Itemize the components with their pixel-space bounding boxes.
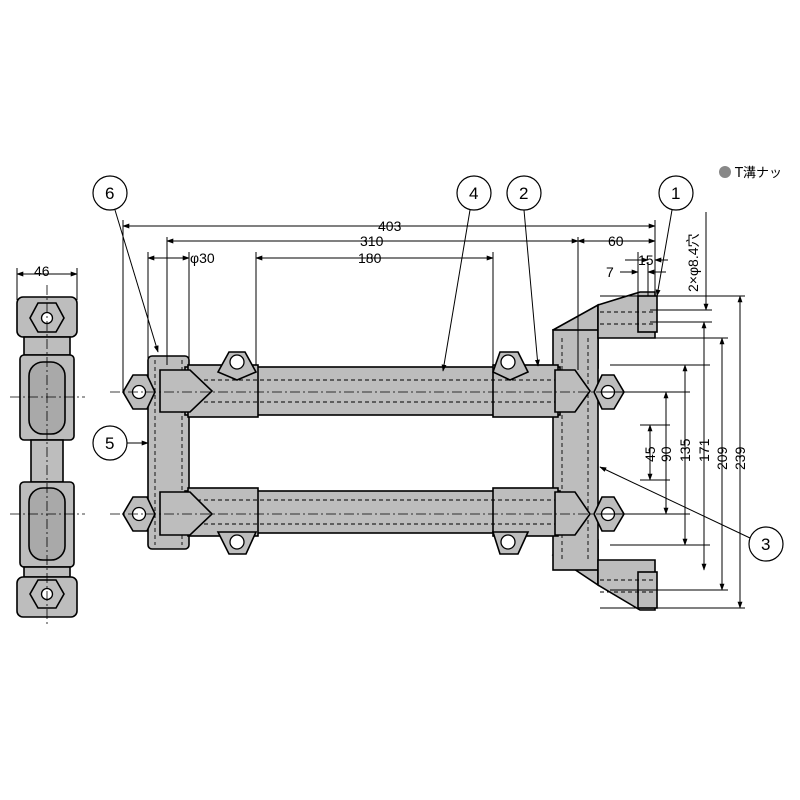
callout-6: 6	[92, 175, 159, 353]
svg-text:2: 2	[519, 184, 528, 203]
callout-4: 4	[441, 175, 492, 372]
header-label: T溝ナッ	[734, 166, 782, 181]
callout-5: 5	[92, 425, 149, 461]
front-view	[110, 291, 658, 611]
dim-180: 180	[358, 250, 382, 266]
header-bullet-icon	[719, 166, 731, 178]
dim-v45: 45	[642, 446, 658, 462]
lower-bar	[159, 487, 591, 555]
dim-hole: 2×φ8.4穴	[685, 233, 701, 292]
dim-310: 310	[360, 233, 384, 249]
dim-7: 7	[606, 264, 614, 280]
header-tag: T溝ナッ	[719, 166, 782, 181]
horizontal-dimensions: 403 310 60 φ30 180 15 7 2×φ8.4穴	[122, 212, 712, 392]
dim-46: 46	[34, 263, 50, 279]
svg-text:6: 6	[105, 184, 114, 203]
dim-v239: 239	[732, 446, 748, 470]
dim-15: 15	[638, 252, 654, 268]
upper-bar	[159, 351, 591, 418]
dim-403: 403	[378, 218, 402, 234]
callout-2: 2	[506, 175, 542, 367]
dim-v135: 135	[677, 438, 693, 462]
part-callouts: 6 4 2 1 5 3	[92, 175, 784, 562]
svg-text:3: 3	[761, 535, 770, 554]
dim-v209: 209	[714, 446, 730, 470]
left-clamps	[122, 374, 156, 532]
dim-30: φ30	[190, 250, 215, 266]
callout-3: 3	[599, 466, 784, 562]
svg-text:4: 4	[469, 184, 478, 203]
dim-v90: 90	[658, 446, 674, 462]
svg-text:5: 5	[105, 434, 114, 453]
vertical-dimensions: 239 209 171 135 90 45	[600, 295, 748, 609]
svg-text:1: 1	[671, 184, 680, 203]
dim-v171: 171	[696, 438, 712, 462]
side-view: 46	[10, 263, 85, 625]
dim-60: 60	[608, 233, 624, 249]
callout-1: 1	[655, 175, 694, 297]
